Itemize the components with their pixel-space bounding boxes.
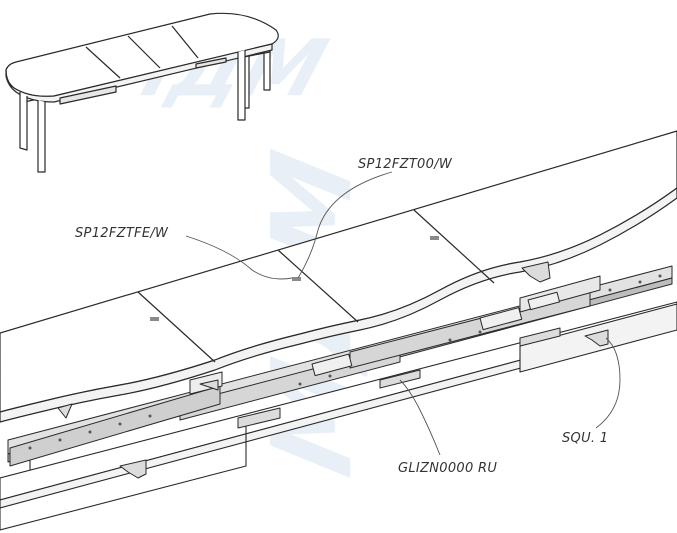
lock-icon — [237, 407, 281, 429]
lock-icon — [379, 369, 421, 389]
squ-bracket-icon — [119, 459, 147, 479]
leader-lines — [185, 171, 621, 456]
brackets — [57, 261, 609, 479]
table-frame — [0, 301, 677, 531]
squ-bracket-icon — [584, 329, 609, 347]
callout-top-guide: SP12FZT00/W — [358, 157, 453, 172]
tabletop-large — [0, 130, 677, 423]
callout-end-guide: SP12FZTFE/W — [75, 226, 169, 241]
telescopic-guide-rails — [7, 265, 673, 467]
table-thumbnail — [5, 12, 279, 173]
lock-icon — [519, 327, 561, 347]
callout-lock: GLIZN0000 RU — [398, 461, 497, 476]
callout-bracket: SQU. 1 — [562, 431, 608, 446]
squ-bracket-icon — [521, 261, 551, 283]
